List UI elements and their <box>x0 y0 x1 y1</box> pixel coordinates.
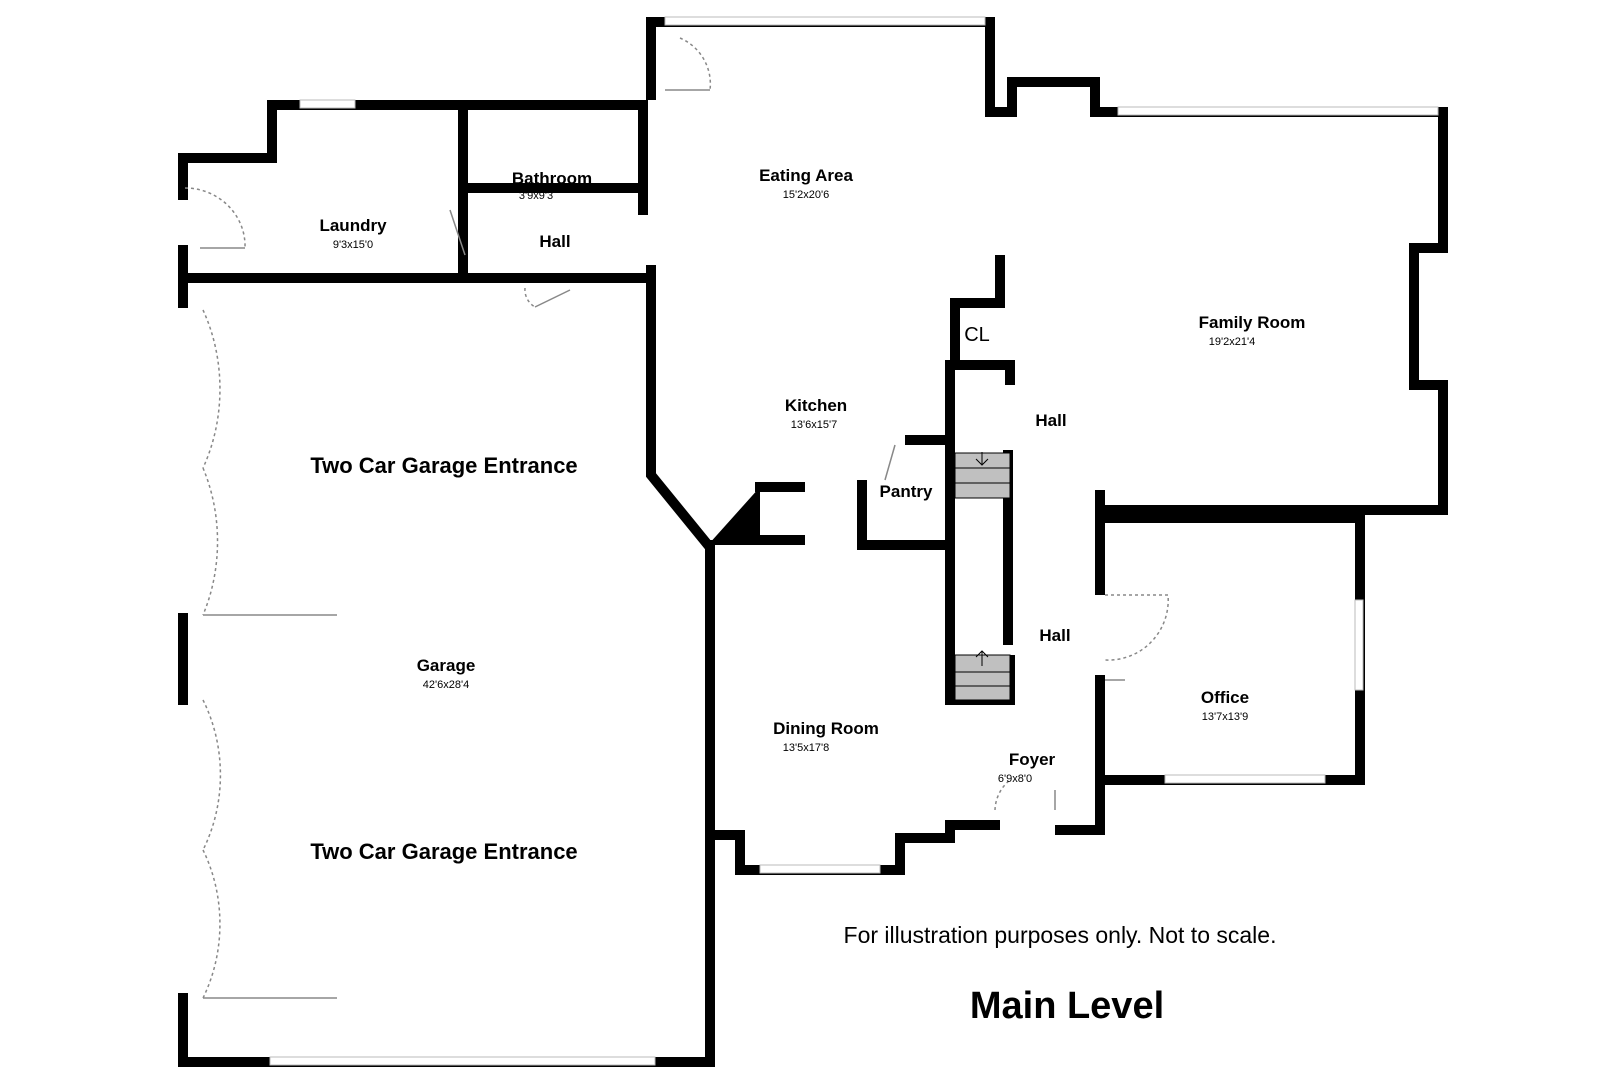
stair-down-arrow-icon <box>975 452 989 466</box>
room-bathroom: Bathroom <box>512 169 592 188</box>
plan-title: Main Level <box>970 985 1164 1027</box>
room-hall-lower: Hall <box>1039 626 1070 645</box>
room-kitchen: Kitchen <box>785 396 847 415</box>
room-hall-upper: Hall <box>539 232 570 251</box>
room-family-room: Family Room <box>1199 313 1306 332</box>
doors <box>184 37 1169 999</box>
garage-entrance-label-2: Two Car Garage Entrance <box>310 839 577 864</box>
garage-entrance-label-1: Two Car Garage Entrance <box>310 453 577 478</box>
windows <box>269 16 1439 1066</box>
room-office: Office <box>1201 688 1249 707</box>
room-garage: Garage <box>417 656 476 675</box>
room-labels: Bathroom 3'9x9'3 Laundry 9'3x15'0 Hall E… <box>310 166 1305 864</box>
room-garage-dim: 42'6x28'4 <box>423 679 469 691</box>
room-foyer-dim: 6'9x8'0 <box>998 773 1032 785</box>
room-laundry-dim: 9'3x15'0 <box>333 239 373 251</box>
room-office-dim: 13'7x13'9 <box>1202 711 1248 723</box>
room-kitchen-dim: 13'6x15'7 <box>791 419 837 431</box>
room-eating-area: Eating Area <box>759 166 853 185</box>
room-laundry: Laundry <box>319 216 387 235</box>
stair-up-arrow-icon <box>975 650 989 666</box>
disclaimer-note: For illustration purposes only. Not to s… <box>844 922 1277 948</box>
room-eating-area-dim: 15'2x20'6 <box>783 189 829 201</box>
room-foyer: Foyer <box>1009 750 1056 769</box>
room-bathroom-dim: 3'9x9'3 <box>519 190 553 202</box>
room-closet: CL <box>964 324 990 346</box>
room-pantry: Pantry <box>880 482 933 501</box>
room-dining-room: Dining Room <box>773 719 879 738</box>
room-family-room-dim: 19'2x21'4 <box>1209 336 1255 348</box>
room-hall-mid: Hall <box>1035 411 1066 430</box>
stairs <box>954 452 1011 701</box>
room-dining-room-dim: 13'5x17'8 <box>783 742 829 754</box>
